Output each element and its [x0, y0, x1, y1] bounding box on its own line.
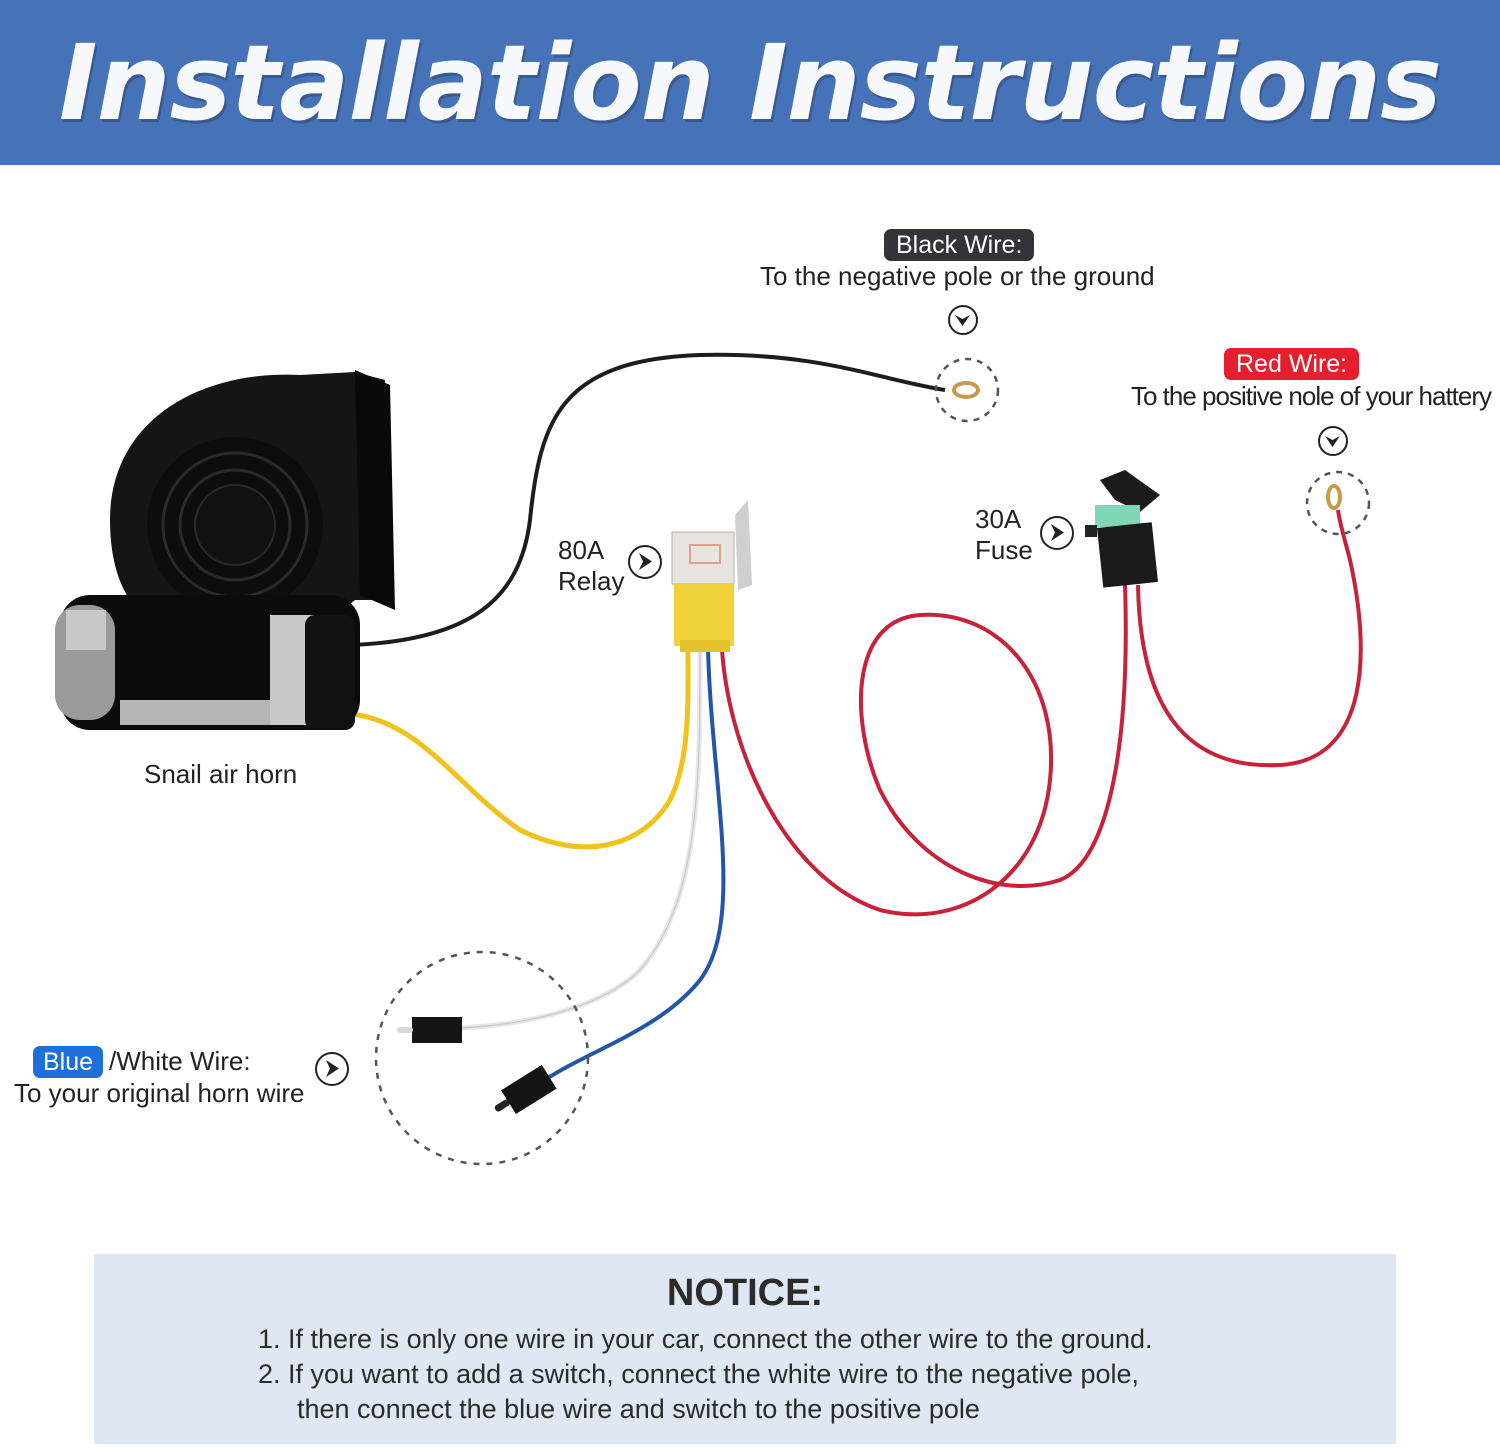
red-battery-wire: [1136, 509, 1363, 768]
notice-box: NOTICE: 1. If there is only one wire in …: [94, 1254, 1396, 1444]
black-ring-terminal: [952, 381, 980, 399]
notice-item-1: 1. If there is only one wire in your car…: [258, 1324, 1153, 1354]
blue-white-wire-description: To your original horn wire: [14, 1078, 305, 1108]
notice-title: NOTICE:: [666, 1272, 824, 1314]
relay-image: [671, 500, 752, 652]
chevron-down-icon: [948, 305, 978, 335]
red-terminal-highlight: [1305, 470, 1371, 536]
chevron-right-icon: [628, 545, 662, 579]
header-banner: Installation Instructions: [0, 0, 1500, 165]
wiring-diagram: [55, 352, 1371, 1166]
white-wire-connector: [412, 1017, 462, 1043]
yellow-horn-wire: [349, 649, 691, 850]
red-ring-terminal: [1326, 484, 1342, 510]
black-wire-tag: Black Wire:: [884, 229, 1035, 261]
white-wire: [459, 649, 703, 1031]
black-wire: [351, 352, 946, 647]
fuse-holder-image: [1085, 470, 1160, 588]
chevron-down-icon: [1318, 426, 1348, 456]
black-terminal-highlight: [934, 357, 1000, 423]
page-title: Installation Instructions: [58, 22, 1442, 144]
fuse-name: Fuse: [975, 535, 1033, 565]
notice-item-2-continued: then connect the blue wire and switch to…: [297, 1394, 980, 1424]
horn-label: Snail air horn: [144, 759, 298, 789]
white-wire-outline: [459, 649, 701, 1029]
snail-air-horn-image: [55, 370, 395, 730]
chevron-right-icon: [1040, 516, 1074, 550]
red-relay-wire: [720, 584, 1128, 917]
blue-wire-connector: [494, 1064, 557, 1115]
blue-wire: [543, 649, 726, 1082]
notice-item-2: 2. If you want to add a switch, connect …: [258, 1359, 1140, 1389]
fuse-rating: 30A: [975, 504, 1022, 534]
red-wire-tag: Red Wire:: [1224, 348, 1360, 380]
chevron-right-icon: [315, 1052, 349, 1086]
connector-highlight: [374, 950, 590, 1166]
relay-rating: 80A: [558, 535, 605, 565]
blue-white-wire-tag: Blue/White Wire:: [33, 1046, 251, 1078]
black-wire-description: To the negative pole or the ground: [760, 261, 1155, 291]
relay-name: Relay: [558, 566, 625, 596]
red-wire-description: To the positive nole of your hattery: [1131, 381, 1492, 411]
